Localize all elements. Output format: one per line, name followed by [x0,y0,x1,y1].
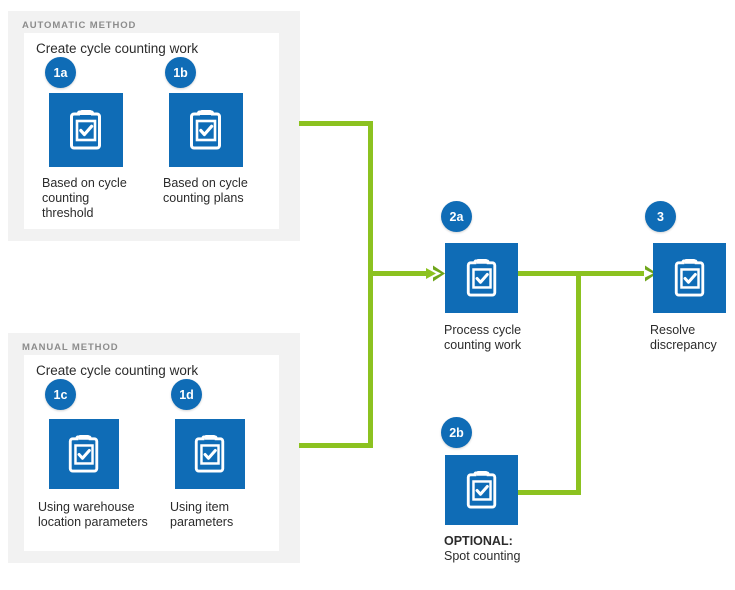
connector-automatic-horizontal [299,121,373,126]
step-2a-badge: 2a [441,201,472,232]
step-1a-tile[interactable] [49,93,123,167]
step-1d-badge: 1d [171,379,202,410]
step-1a-label: Based on cycle counting threshold [42,176,127,220]
step-2b-tile[interactable] [445,455,518,525]
step-3-label: Resolve discrepancy [650,323,717,352]
connector-process-to-resolve [518,271,644,276]
step-2b-label-text: Spot counting [444,549,521,563]
step-1a-badge: 1a [45,57,76,88]
clipboard-check-icon [190,110,221,150]
clipboard-check-icon [70,110,101,150]
clipboard-check-icon [674,259,704,297]
step-1c-label: Using warehouse location parameters [38,500,148,529]
step-2b-label: OPTIONAL: Spot counting [444,534,564,564]
group-manual-title: MANUAL METHOD [22,342,119,353]
group-automatic-title: AUTOMATIC METHOD [22,20,137,31]
connector-optional-vertical [576,271,581,495]
step-1c-tile[interactable] [49,419,119,489]
clipboard-check-icon [466,471,496,509]
clipboard-check-icon [68,435,99,473]
connector-manual-horizontal [299,443,373,448]
step-2b-badge: 2b [441,417,472,448]
clipboard-check-icon [466,259,496,297]
step-2a-tile[interactable] [445,243,518,313]
step-1b-badge: 1b [165,57,196,88]
step-3-tile[interactable] [653,243,726,313]
step-1d-label: Using item parameters [170,500,234,529]
arrowhead-to-resolve-icon [645,265,657,282]
step-1d-tile[interactable] [175,419,245,489]
clipboard-check-icon [194,435,225,473]
connector-bus-to-process [368,271,428,276]
step-2b-optional-prefix: OPTIONAL: [444,534,513,548]
arrowhead-to-process-icon [424,265,445,282]
card-manual-title: Create cycle counting work [36,363,199,378]
connector-optional-horizontal [518,490,581,495]
step-3-badge: 3 [645,201,676,232]
step-1b-label: Based on cycle counting plans [163,176,248,205]
connector-vertical-bus [368,121,373,448]
step-1c-badge: 1c [45,379,76,410]
step-1b-tile[interactable] [169,93,243,167]
step-2a-label: Process cycle counting work [444,323,522,352]
card-automatic-title: Create cycle counting work [36,41,199,56]
